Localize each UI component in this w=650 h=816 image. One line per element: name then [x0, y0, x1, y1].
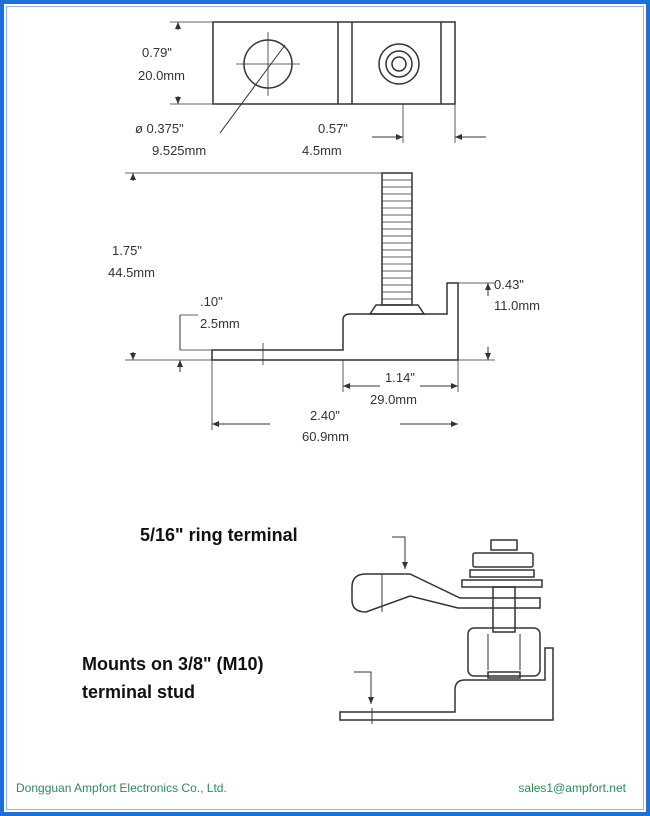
side-height-mm: 44.5mm	[108, 265, 155, 280]
side-view	[125, 172, 495, 430]
thickness-mm: 2.5mm	[200, 316, 240, 331]
total-length-mm: 60.9mm	[302, 429, 349, 444]
ring-terminal	[351, 573, 541, 613]
assembly-view	[339, 536, 554, 724]
top-view	[170, 21, 486, 143]
top-width-in: 0.57"	[318, 121, 348, 136]
stud-outer-circle	[378, 43, 420, 85]
hole-diameter-mm: 9.525mm	[152, 143, 206, 158]
mount-label-line2: terminal stud	[82, 682, 195, 702]
contact-email[interactable]: sales1@ampfort.net	[518, 781, 626, 795]
company-name: Dongguan Ampfort Electronics Co., Ltd.	[16, 781, 227, 795]
base-length-in: 1.14"	[385, 370, 415, 385]
busbar-bracket	[339, 647, 554, 721]
nut-top	[472, 552, 534, 568]
top-width-mm: 4.5mm	[302, 143, 342, 158]
thickness-in: .10"	[200, 294, 223, 309]
tab-height-mm: 11.0mm	[494, 298, 540, 313]
top-height-in: 0.79"	[142, 45, 172, 60]
mount-label-line1: Mounts on 3/8" (M10)	[82, 654, 264, 674]
inner-frame	[6, 6, 644, 810]
top-view-outline	[212, 21, 456, 105]
top-height-mm: 20.0mm	[138, 68, 185, 83]
tab-height-in: 0.43"	[494, 277, 524, 292]
ring-terminal-label: 5/16" ring terminal	[140, 525, 298, 545]
total-length-in: 2.40"	[310, 408, 340, 423]
hole-diameter-in: ø 0.375"	[135, 121, 184, 136]
busbar-body	[211, 282, 459, 361]
nut-lower	[467, 627, 541, 677]
base-length-mm: 29.0mm	[370, 392, 417, 407]
side-height-in: 1.75"	[112, 243, 142, 258]
